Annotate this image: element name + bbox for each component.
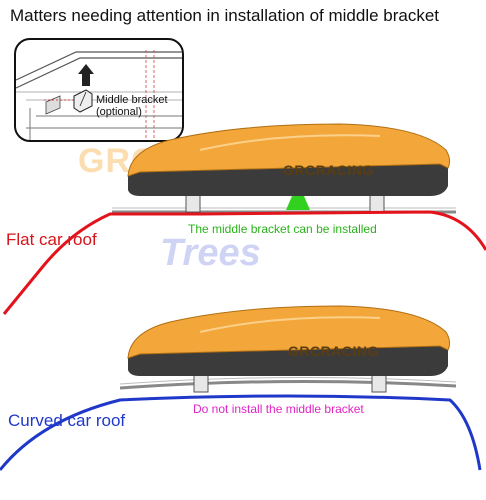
- curved-roof-line: [0, 394, 482, 471]
- install-ok-note: The middle bracket can be installed: [188, 222, 377, 236]
- site-watermark: Trees: [160, 232, 261, 274]
- upper-box-base: [128, 164, 448, 196]
- lower-crossbar: [119, 379, 457, 390]
- lower-box-brand: GRCRACING: [288, 343, 379, 359]
- upper-box-body: [127, 123, 451, 177]
- page-title: Matters needing attention in installatio…: [10, 6, 440, 25]
- upper-box-brand: GRCRACING: [283, 162, 374, 178]
- bracket-detail-drawing: [16, 50, 182, 140]
- flat-roof-label: Flat car roof: [6, 230, 97, 249]
- lower-box-base: [128, 346, 448, 376]
- middle-bracket-label: Middle bracket (optional): [96, 94, 168, 118]
- lower-box-body: [127, 305, 451, 359]
- upper-middle-bracket: [286, 196, 310, 210]
- curved-roof-label: Curved car roof: [8, 411, 126, 430]
- flat-roof-line: [2, 210, 486, 315]
- install-not-ok-note: Do not install the middle bracket: [193, 402, 364, 416]
- bracket-detail-inset: Middle bracket (optional): [14, 38, 184, 142]
